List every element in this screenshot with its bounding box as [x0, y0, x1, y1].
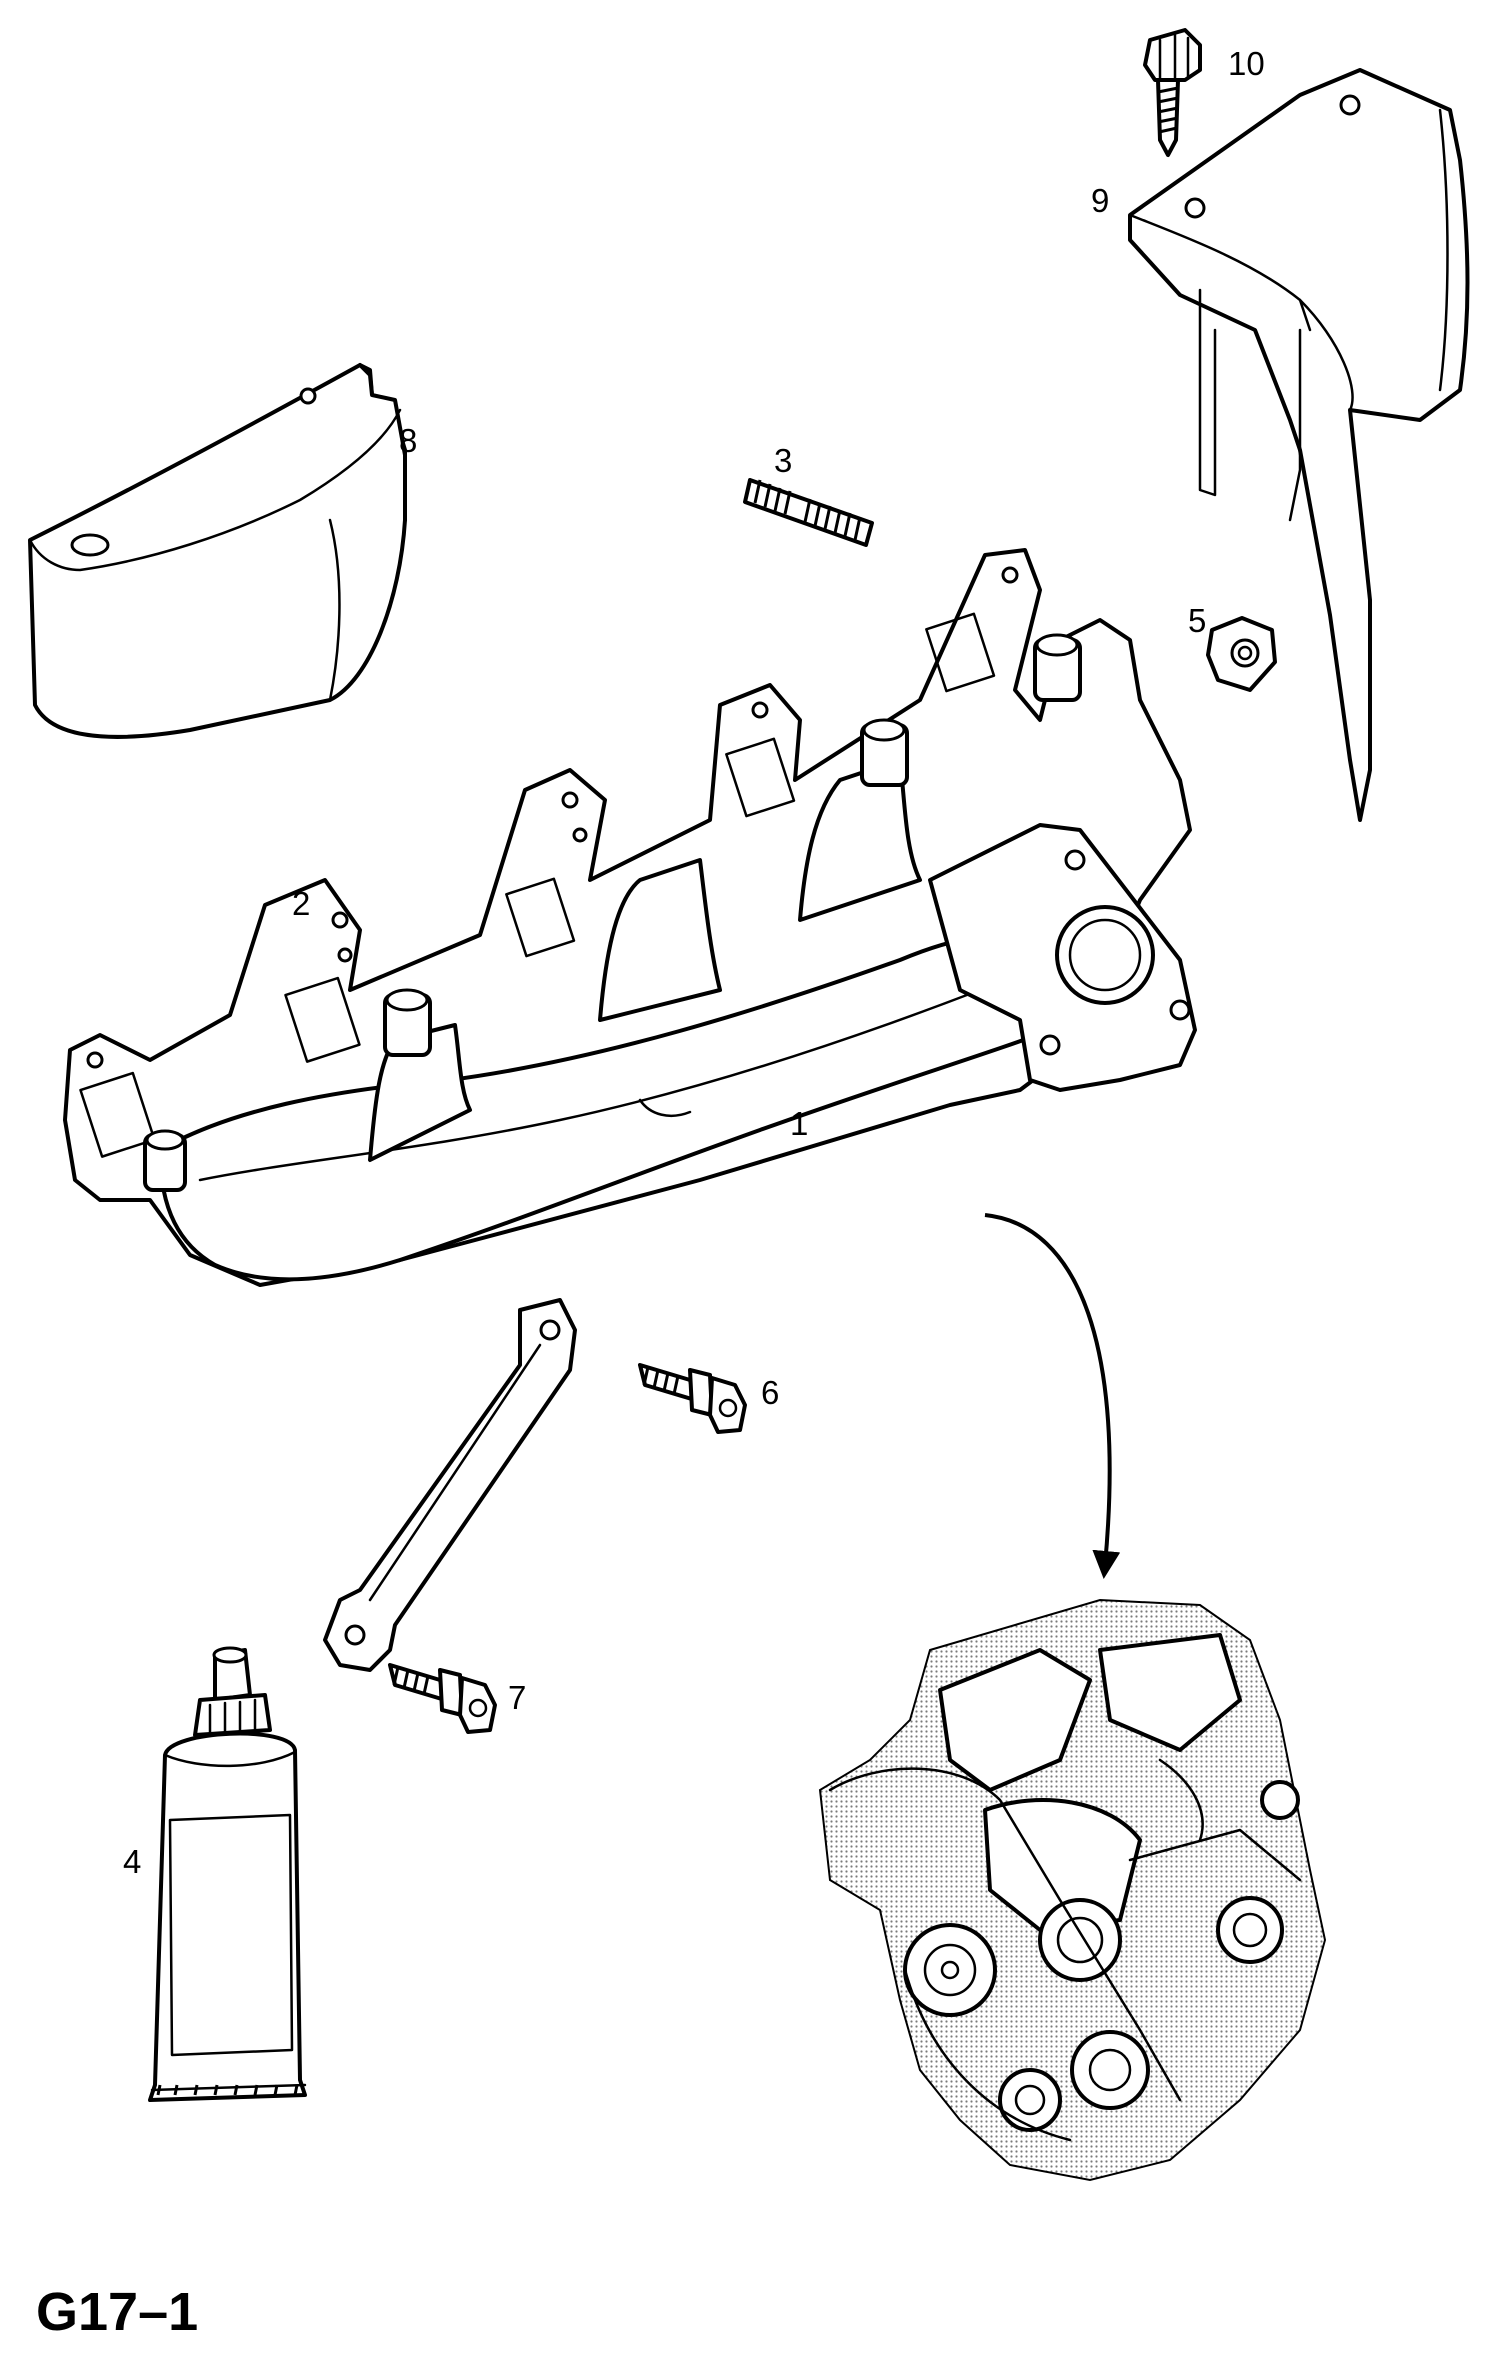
support-bracket [323, 1298, 577, 1672]
callout-5: 5 [1188, 602, 1206, 639]
callout-9: 9 [1091, 182, 1109, 219]
callout-4: 4 [123, 1843, 141, 1880]
callout-2: 2 [292, 885, 310, 922]
sealant-tube-4 [148, 1646, 307, 2102]
bolt-10 [1143, 28, 1202, 157]
callout-3: 3 [774, 442, 792, 479]
callout-7: 7 [508, 1679, 526, 1716]
callout-6: 6 [761, 1374, 779, 1411]
bolt-7 [388, 1663, 497, 1734]
exhaust-manifold [63, 548, 1197, 1287]
location-arrow [984, 1213, 1121, 1579]
callout-1: 1 [790, 1105, 808, 1142]
callout-labels: 1 2 3 4 5 6 7 8 9 10 [123, 45, 1265, 1880]
nut-5 [1206, 616, 1277, 692]
callout-10: 10 [1228, 45, 1265, 82]
heat-shield-right [1128, 68, 1470, 822]
heat-shield-left [28, 363, 407, 739]
callout-8: 8 [399, 422, 417, 459]
bolt-6 [638, 1363, 747, 1434]
stud-3 [743, 478, 874, 547]
diagram-code: G17–1 [36, 2282, 198, 2342]
engine-locator-thumbnail [818, 1598, 1327, 2182]
